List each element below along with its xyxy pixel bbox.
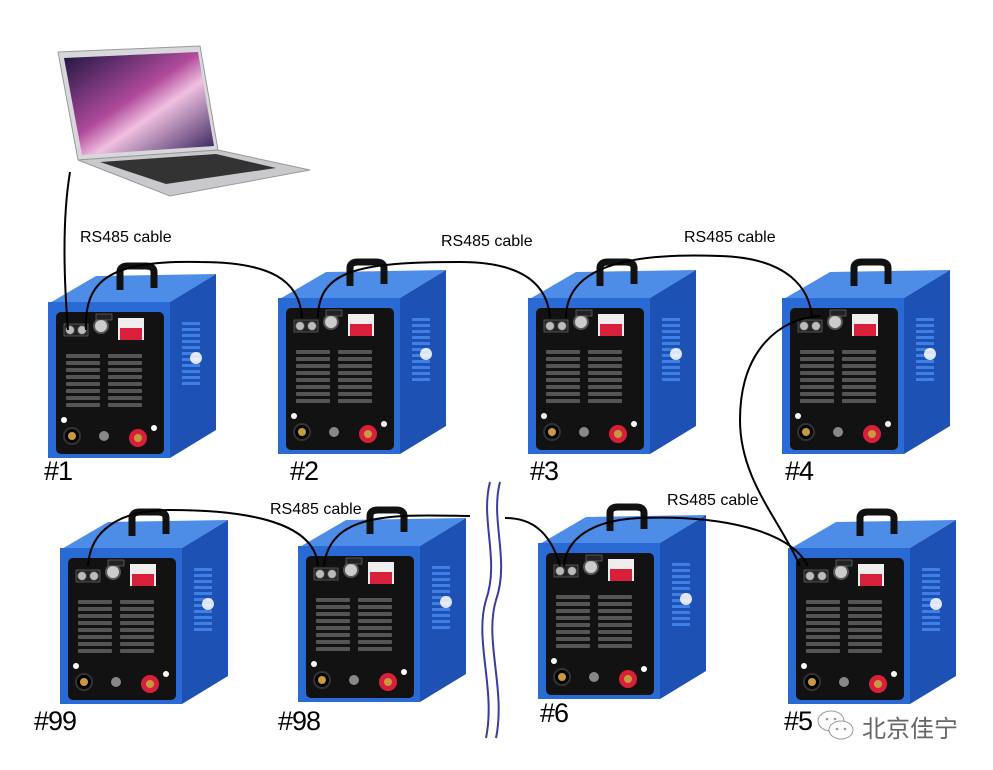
machine-label-6: #6: [540, 698, 569, 728]
machine-label-1: #1: [44, 456, 73, 486]
cable-98-99: [87, 508, 319, 567]
welder-98: [298, 510, 466, 702]
break-mark: [481, 481, 503, 739]
cable-label-3: RS485 cable: [684, 229, 776, 246]
cable-laptop-1: [63, 171, 71, 331]
machine-label-2: #2: [290, 456, 319, 486]
machine-label-99: #99: [34, 706, 77, 736]
cable-4-5: [738, 315, 821, 567]
cable-break-98: [323, 514, 471, 567]
watermark: 北京佳宁: [816, 708, 958, 744]
cable-6-break: [504, 517, 561, 567]
machine-label-5: #5: [784, 706, 813, 736]
cable-5-6: [563, 516, 809, 567]
welder-4: [782, 262, 950, 454]
watermark-text: 北京佳宁: [862, 715, 958, 743]
cable-3-4: [565, 254, 813, 319]
cable-1-2: [84, 260, 303, 331]
welder-3: [528, 262, 696, 454]
welder-6: [538, 507, 706, 699]
machine-label-3: #3: [530, 456, 559, 486]
laptop: [57, 45, 311, 197]
welder-2: [278, 262, 446, 454]
machine-label-4: #4: [785, 456, 814, 486]
wechat-icon: [817, 710, 854, 740]
machine-label-98: #98: [278, 706, 321, 736]
cable-label-4: RS485 cable: [270, 501, 362, 518]
cable-2-3: [317, 260, 551, 319]
cable-label-2: RS485 cable: [441, 233, 533, 250]
rs485-cables: [63, 171, 821, 567]
welder-99: [60, 512, 228, 704]
welder-1: [48, 266, 216, 458]
cable-label-5: RS485 cable: [667, 492, 759, 509]
welder-5: [788, 512, 956, 704]
cable-label-1: RS485 cable: [80, 229, 172, 246]
